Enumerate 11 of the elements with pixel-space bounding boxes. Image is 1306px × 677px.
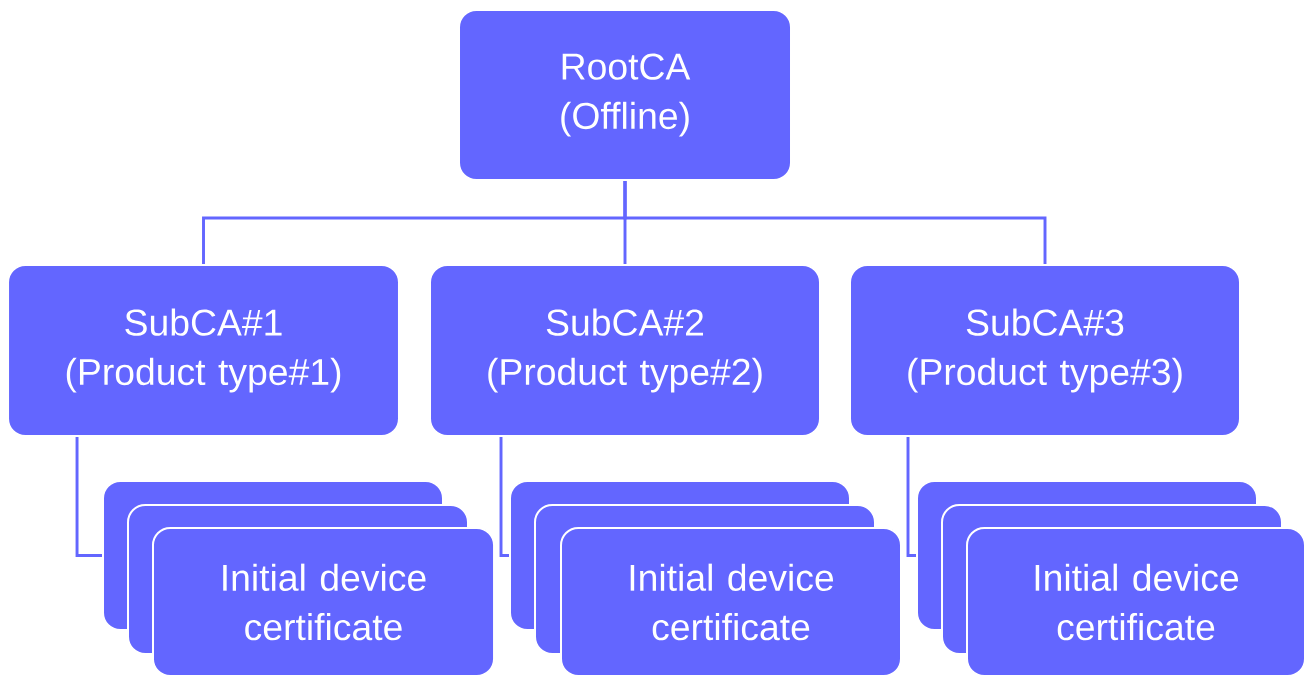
connector-line — [906, 436, 916, 557]
certificate-card: Initial device certificate — [966, 527, 1306, 677]
certificate-card: Initial device certificate — [152, 527, 496, 677]
root-ca-box: RootCA (Offline) — [458, 9, 792, 181]
connector-line — [623, 181, 1047, 265]
sub-ca-box: SubCA#1 (Product type#1) — [7, 264, 400, 437]
sub-ca-box: SubCA#2 (Product type#2) — [429, 264, 821, 437]
connector-line — [499, 436, 509, 557]
sub-ca-box: SubCA#3 (Product type#3) — [849, 264, 1241, 437]
connector-line — [75, 436, 102, 557]
certificate-card: Initial device certificate — [560, 527, 902, 677]
